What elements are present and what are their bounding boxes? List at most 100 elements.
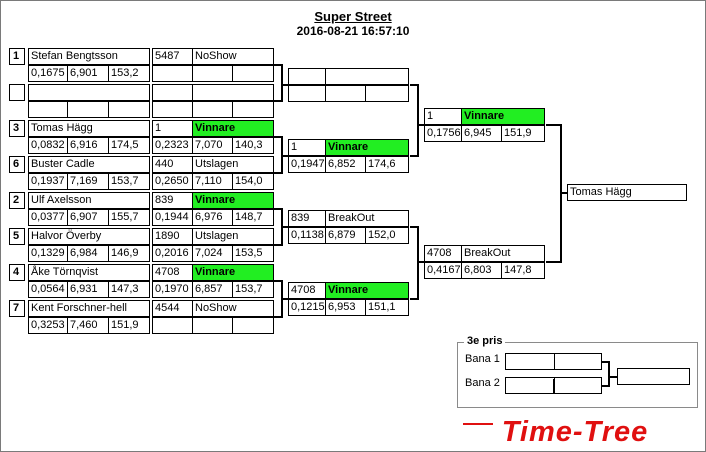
entry-status: NoShow xyxy=(192,300,274,317)
r2-entry-speed: 174,6 xyxy=(365,156,409,173)
entry-number[interactable] xyxy=(152,84,193,101)
time-tree-logo: Time-Tree xyxy=(463,416,649,446)
r3-entry-status: Vinnare xyxy=(461,108,545,125)
bracket-connector xyxy=(281,226,288,228)
entry-speed xyxy=(232,65,274,82)
r3-entry-reaction: 0,4167 xyxy=(424,262,462,279)
third-connector xyxy=(601,361,609,363)
r2-entry-reaction: 0,1215 xyxy=(288,299,326,316)
r2-entry-status: BreakOut xyxy=(325,210,409,227)
r2-entry-status: Vinnare xyxy=(325,282,409,299)
bracket-connector xyxy=(281,84,288,86)
bracket-connector xyxy=(417,226,419,300)
bracket-connector xyxy=(410,298,418,300)
entry-number[interactable]: 4708 xyxy=(152,264,193,281)
driver-et xyxy=(67,101,109,118)
entry-number[interactable]: 1 xyxy=(152,120,193,137)
seed-number: 2 xyxy=(9,192,25,209)
bracket-connector xyxy=(546,261,561,263)
lane1-cell-a[interactable] xyxy=(505,353,555,370)
r2-entry-speed: 152,0 xyxy=(365,227,409,244)
bracket-connector xyxy=(274,136,282,138)
driver-name[interactable]: Tomas Hägg xyxy=(28,120,150,137)
bracket-connector xyxy=(274,100,282,102)
driver-et: 7,169 xyxy=(67,173,109,190)
r2-entry-number[interactable]: 1 xyxy=(288,139,326,156)
entry-number[interactable]: 839 xyxy=(152,192,193,209)
driver-name[interactable]: Halvor Överby xyxy=(28,228,150,245)
event-datetime: 2016-08-21 16:57:10 xyxy=(296,24,410,38)
r2-entry-reaction xyxy=(288,85,326,102)
seed-number: 5 xyxy=(9,228,25,245)
entry-et: 6,857 xyxy=(192,281,233,298)
bracket-connector xyxy=(274,244,282,246)
bracket-connector xyxy=(560,192,567,194)
seed-number: 7 xyxy=(9,300,25,317)
entry-et xyxy=(192,317,233,334)
r2-entry-reaction: 0,1947 xyxy=(288,156,326,173)
driver-speed: 174,5 xyxy=(108,137,150,154)
entry-et xyxy=(192,65,233,82)
driver-reaction: 0,1329 xyxy=(28,245,68,262)
driver-speed: 153,2 xyxy=(108,65,150,82)
r3-entry-speed: 147,8 xyxy=(501,262,545,279)
entry-et: 7,070 xyxy=(192,137,233,154)
entry-number[interactable]: 4544 xyxy=(152,300,193,317)
lane1-cell-b[interactable] xyxy=(554,353,602,370)
driver-speed: 153,7 xyxy=(108,173,150,190)
r3-entry-number[interactable]: 1 xyxy=(424,108,462,125)
entry-reaction: 0,1970 xyxy=(152,281,193,298)
bracket-connector xyxy=(417,261,424,263)
bracket-connector xyxy=(274,172,282,174)
entry-speed: 154,0 xyxy=(232,173,274,190)
driver-speed: 146,9 xyxy=(108,245,150,262)
r2-entry-status: Vinnare xyxy=(325,139,409,156)
lane2-cell-a[interactable] xyxy=(505,377,555,394)
third-place-title: 3e pris xyxy=(464,335,506,347)
entry-reaction xyxy=(152,317,193,334)
entry-reaction: 0,2650 xyxy=(152,173,193,190)
entry-number[interactable]: 5487 xyxy=(152,48,193,65)
bracket-connector xyxy=(274,64,282,66)
bracket-connector xyxy=(410,155,418,157)
entry-reaction: 0,1944 xyxy=(152,209,193,226)
r2-entry-number[interactable]: 4708 xyxy=(288,282,326,299)
lane2-cell-b[interactable] xyxy=(554,377,602,394)
driver-speed: 155,7 xyxy=(108,209,150,226)
entry-et: 7,110 xyxy=(192,173,233,190)
driver-name[interactable]: Ulf Axelsson xyxy=(28,192,150,209)
r3-entry-speed: 151,9 xyxy=(501,125,545,142)
driver-speed xyxy=(108,101,150,118)
entry-status xyxy=(192,84,274,101)
third-place-result[interactable] xyxy=(617,368,690,385)
entry-status: NoShow xyxy=(192,48,274,65)
r3-entry-et: 6,945 xyxy=(461,125,502,142)
r2-entry-number[interactable]: 839 xyxy=(288,210,326,227)
bracket-connector xyxy=(274,208,282,210)
driver-reaction: 0,3253 xyxy=(28,317,68,334)
bracket-connector xyxy=(546,124,561,126)
driver-name[interactable] xyxy=(28,84,150,101)
driver-et: 6,907 xyxy=(67,209,109,226)
driver-name[interactable]: Kent Forschner-hell xyxy=(28,300,150,317)
driver-name[interactable]: Buster Cadle xyxy=(28,156,150,173)
text-cursor xyxy=(553,379,554,394)
entry-et: 6,976 xyxy=(192,209,233,226)
entry-status: Utslagen xyxy=(192,228,274,245)
driver-et: 7,460 xyxy=(67,317,109,334)
entry-speed: 153,7 xyxy=(232,281,274,298)
driver-name[interactable]: Åke Törnqvist xyxy=(28,264,150,281)
driver-et: 6,901 xyxy=(67,65,109,82)
r3-entry-number[interactable]: 4708 xyxy=(424,245,462,262)
r2-entry-number[interactable] xyxy=(288,68,326,85)
entry-speed: 140,3 xyxy=(232,137,274,154)
bracket-connector xyxy=(417,84,419,157)
entry-reaction xyxy=(152,101,193,118)
final-winner[interactable]: Tomas Hägg xyxy=(567,184,687,201)
driver-name[interactable]: Stefan Bengtsson xyxy=(28,48,150,65)
bracket-connector xyxy=(274,280,282,282)
logo-text: Time-Tree xyxy=(502,416,649,446)
entry-number[interactable]: 1890 xyxy=(152,228,193,245)
entry-number[interactable]: 440 xyxy=(152,156,193,173)
seed-number: 3 xyxy=(9,120,25,137)
